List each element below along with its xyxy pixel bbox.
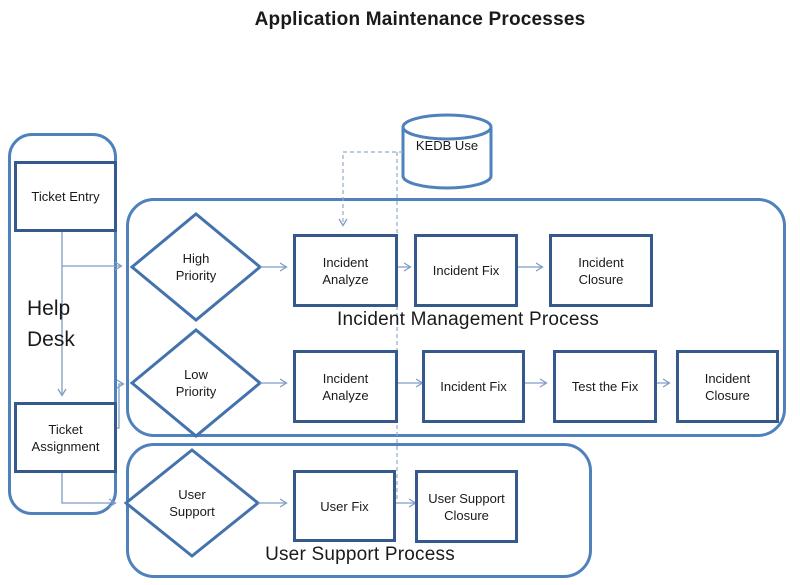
user-support-closure-label: User Support Closure bbox=[428, 490, 505, 523]
high-priority-label-wrap: High Priority bbox=[156, 241, 236, 293]
page-title: Application Maintenance Processes bbox=[254, 9, 586, 30]
test-the-fix-box: Test the Fix bbox=[553, 350, 657, 423]
user-support-label-wrap: User Support bbox=[152, 477, 232, 529]
kedb-cylinder-rim bbox=[401, 126, 493, 141]
incident-fix-label: Incident Fix bbox=[440, 379, 507, 394]
incident-fix-box-row2: Incident Fix bbox=[422, 350, 525, 423]
ticket-assignment-label: Ticket Assignment bbox=[31, 421, 100, 454]
incident-closure-box-row2: Incident Closure bbox=[676, 350, 779, 423]
high-priority-label: High Priority bbox=[175, 251, 217, 283]
ticket-entry-label: Ticket Entry bbox=[31, 189, 100, 204]
incident-analyze-box-row2: Incident Analyze bbox=[293, 350, 398, 423]
help-desk-label: Help Desk bbox=[27, 297, 75, 351]
kedb-cylinder bbox=[401, 113, 493, 190]
incident-closure-label: Incident Closure bbox=[578, 254, 624, 287]
kedb-label: KEDB Use bbox=[415, 138, 479, 153]
connector-assignment-to-user-support bbox=[61, 467, 117, 508]
user-support-process-label: User Support Process bbox=[265, 544, 455, 565]
user-support-container bbox=[126, 443, 592, 578]
ticket-assignment-box: Ticket Assignment bbox=[14, 402, 117, 473]
incident-management-container bbox=[126, 198, 786, 437]
incident-analyze-label: Incident Analyze bbox=[322, 370, 369, 403]
incident-analyze-box-row1: Incident Analyze bbox=[293, 234, 398, 307]
help-desk-container bbox=[8, 133, 117, 515]
incident-fix-label: Incident Fix bbox=[432, 263, 500, 278]
test-the-fix-label: Test the Fix bbox=[571, 379, 639, 394]
ticket-entry-box: Ticket Entry bbox=[14, 161, 117, 232]
user-fix-label: User Fix bbox=[320, 498, 369, 514]
incident-closure-box-row1: Incident Closure bbox=[549, 234, 653, 307]
incident-fix-box-row1: Incident Fix bbox=[414, 234, 518, 307]
user-support-closure-box: User Support Closure bbox=[415, 470, 518, 543]
low-priority-label: Low Priority bbox=[175, 367, 217, 399]
low-priority-label-wrap: Low Priority bbox=[156, 357, 236, 409]
connector-kedb-to-analyze-dashed bbox=[338, 151, 403, 227]
user-fix-box: User Fix bbox=[293, 470, 396, 542]
incident-analyze-label: Incident Analyze bbox=[322, 254, 369, 287]
incident-closure-label: Incident Closure bbox=[704, 370, 751, 403]
incident-management-process-label: Incident Management Process bbox=[336, 309, 600, 330]
user-support-decision-label: User Support bbox=[169, 487, 215, 519]
